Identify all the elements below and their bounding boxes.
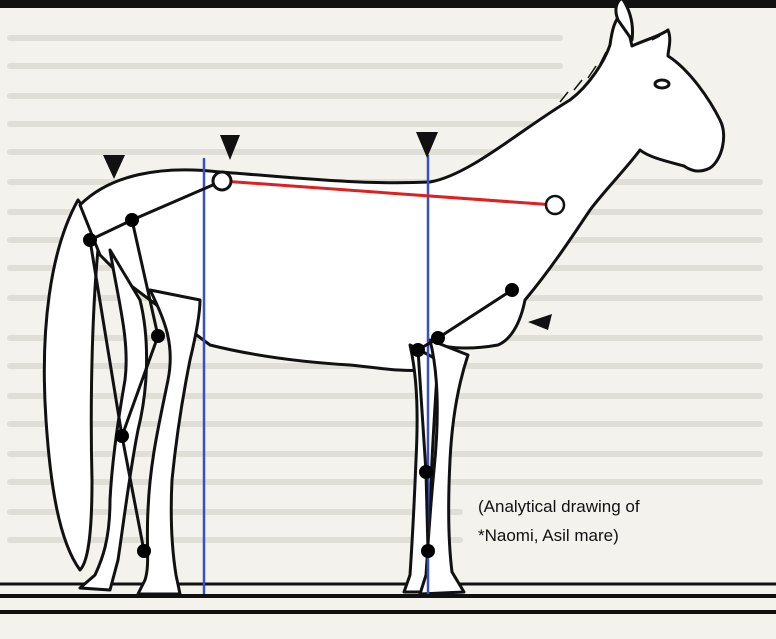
drawing-caption: (Analytical drawing of *Naomi, Asil mare…	[478, 492, 640, 550]
top-border-bar	[0, 0, 776, 8]
joint-dot-icon	[419, 465, 433, 479]
triangle-marker-icon	[220, 135, 240, 160]
joint-dot-icon	[115, 429, 129, 443]
joint-dot-icon	[137, 544, 151, 558]
joint-dot-icon	[125, 213, 139, 227]
caption-line-2: *Naomi, Asil mare)	[478, 521, 640, 550]
horse-eye	[655, 80, 669, 88]
triangle-marker-icon	[528, 314, 552, 330]
hollow-circle-icon	[546, 196, 564, 214]
caption-line-1: (Analytical drawing of	[478, 492, 640, 521]
joint-dot-icon	[431, 331, 445, 345]
ground-lines	[0, 584, 776, 612]
hip-joint-icon	[213, 172, 231, 190]
joint-dot-icon	[505, 283, 519, 297]
joint-dot-icon	[83, 233, 97, 247]
joint-dot-icon	[411, 343, 425, 357]
triangle-marker-icon	[103, 155, 125, 179]
joint-dot-icon	[151, 329, 165, 343]
joint-dot-icon	[421, 544, 435, 558]
